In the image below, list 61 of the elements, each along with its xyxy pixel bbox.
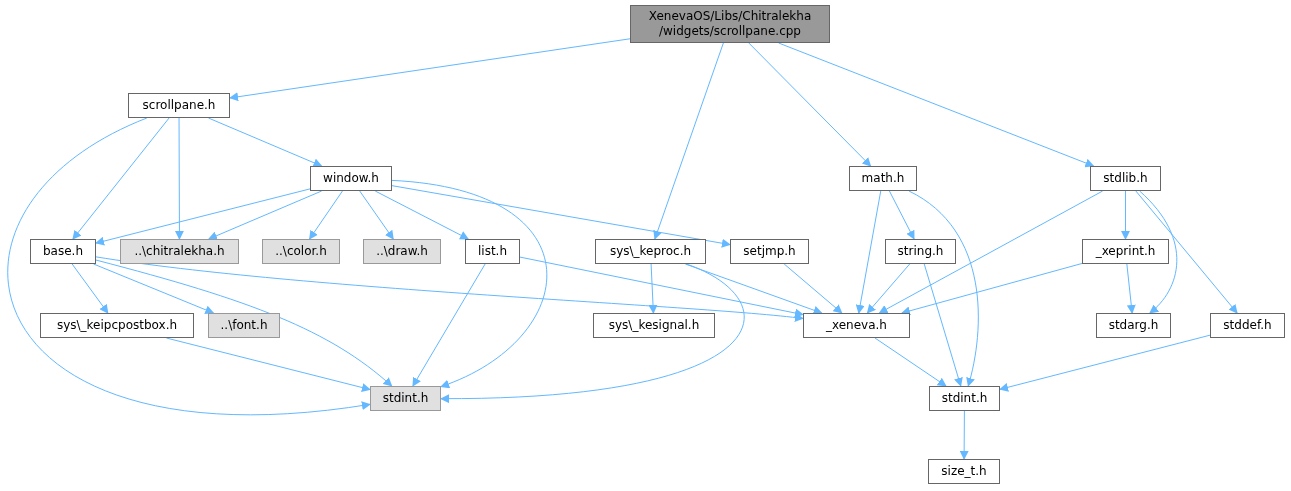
dependency-arrow <box>391 179 548 388</box>
file-box: stddef.h <box>1210 313 1285 338</box>
dependency-arrow <box>412 263 486 387</box>
file-box: size_t.h <box>928 459 1000 484</box>
dependency-arrow <box>207 117 323 167</box>
file-box: ..\chitralekha.h <box>120 239 239 264</box>
file-box: stdarg.h <box>1096 313 1171 338</box>
dependency-arrow <box>95 259 393 387</box>
dependency-arrow <box>519 256 804 318</box>
dependency-arrow <box>229 38 631 102</box>
dependency-arrow <box>72 117 170 240</box>
file-box: ..\font.h <box>208 313 280 338</box>
dependency-arrow <box>8 117 371 415</box>
dependency-arrow <box>391 185 731 248</box>
file-box: _xeneva.h <box>803 313 910 338</box>
dependency-arrow <box>866 263 911 314</box>
dependency-arrow <box>874 337 947 387</box>
dependency-arrow <box>1135 190 1238 314</box>
dependency-arrow <box>684 263 823 315</box>
dependency-arrow <box>208 190 323 240</box>
dependency-arrow <box>908 190 979 387</box>
dependency-arrow <box>923 263 963 387</box>
file-box: stdint.h <box>929 386 1000 411</box>
dependency-arrow <box>309 190 343 240</box>
file-box: stdlib.h <box>1090 166 1161 191</box>
dependency-arrow <box>748 42 872 167</box>
dependency-arrow <box>959 410 969 460</box>
dependency-arrow <box>888 190 915 240</box>
dependency-arrow <box>1139 190 1178 314</box>
dependency-arrow <box>71 263 109 314</box>
file-box: window.h <box>310 166 392 191</box>
file-box: ..\draw.h <box>363 239 441 264</box>
dependency-arrow <box>778 42 1095 168</box>
dependency-arrow <box>174 117 184 240</box>
file-box: setjmp.h <box>730 239 809 264</box>
dependency-arrow <box>653 42 724 240</box>
file-box: XenevaOS/Libs/Chitralekha /widgets/scrollpane.cpp <box>630 5 830 43</box>
file-box: base.h <box>30 239 96 264</box>
dependency-arrow <box>648 263 658 314</box>
file-box: sys\_keipcpostbox.h <box>40 313 194 338</box>
dependency-arrow <box>95 188 311 246</box>
file-box: stdint.h <box>370 386 441 411</box>
dependency-arrow <box>783 263 843 314</box>
file-box: string.h <box>885 239 956 264</box>
file-box: math.h <box>849 166 917 191</box>
dependency-arrow <box>374 190 470 240</box>
dependency-arrow <box>999 334 1211 392</box>
dependency-arrow <box>1121 190 1130 240</box>
dependency-arrow <box>1126 263 1136 314</box>
dependency-arrow <box>93 263 215 315</box>
dependency-arrow <box>878 190 1104 314</box>
dependency-arrow <box>359 190 394 240</box>
file-box: _xeprint.h <box>1082 239 1169 264</box>
file-box: sys\_kesignal.h <box>593 313 715 338</box>
file-box: scrollpane.h <box>128 93 230 118</box>
dependency-arrow <box>95 256 804 323</box>
file-box: sys\_keproc.h <box>595 239 706 264</box>
file-box: ..\color.h <box>262 239 340 264</box>
dependency-arrow <box>440 263 745 403</box>
file-box: list.h <box>465 239 520 264</box>
dependency-arrow <box>855 190 882 314</box>
